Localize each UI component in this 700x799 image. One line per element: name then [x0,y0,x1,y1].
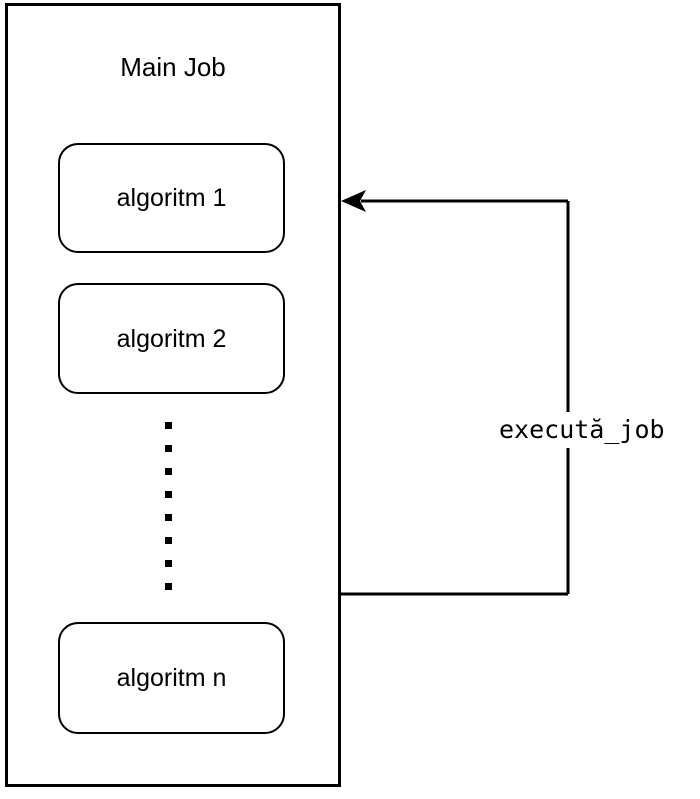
ellipsis-dot [165,583,172,590]
feedback-loop-label: execută_job [497,412,667,448]
ellipsis-dot [165,468,172,475]
main-job-title: Main Job [120,52,226,82]
ellipsis-dot [165,445,172,452]
vertical-ellipsis [165,422,175,592]
ellipsis-dot [165,422,172,429]
arrow-left-icon [341,190,366,212]
ellipsis-dot [165,560,172,567]
algorithm-box-n-label: algoritm n [116,664,227,692]
ellipsis-dot [165,537,172,544]
algorithm-box-1-label: algoritm 1 [116,184,227,212]
ellipsis-dot [165,514,172,521]
loop-path [341,190,570,596]
algorithm-box-2[interactable]: algoritm 2 [58,283,285,394]
algorithm-box-n[interactable]: algoritm n [58,622,285,734]
algorithm-box-1[interactable]: algoritm 1 [58,143,285,253]
algorithm-box-2-label: algoritm 2 [116,324,227,353]
ellipsis-dot [165,491,172,498]
